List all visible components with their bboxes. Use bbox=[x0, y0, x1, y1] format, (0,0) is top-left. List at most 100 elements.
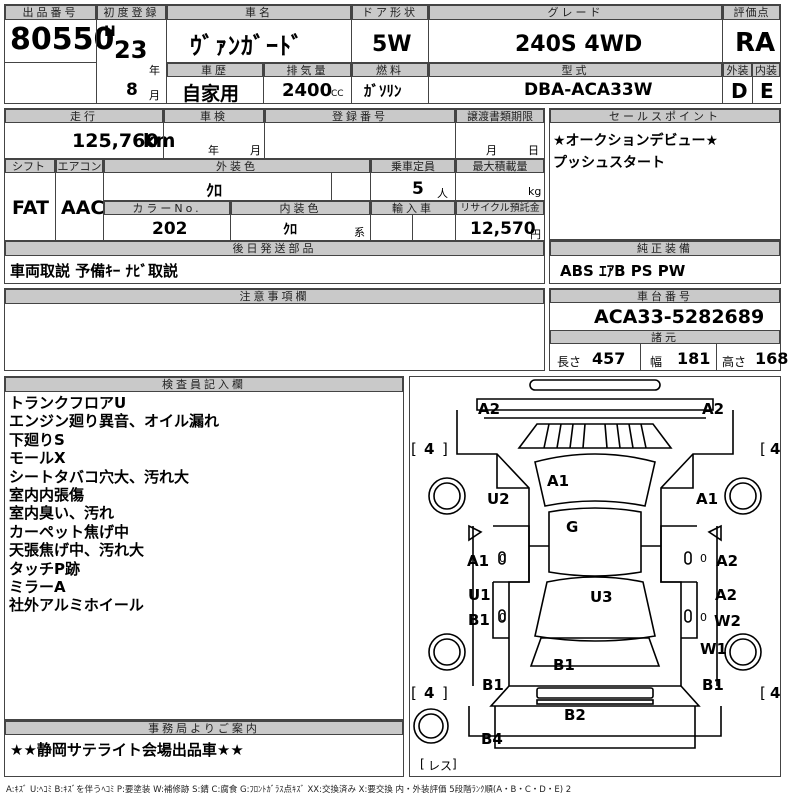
shift-label: シフト bbox=[5, 159, 55, 173]
history: 自家用 bbox=[182, 83, 240, 105]
transfer-month-unit: 月 bbox=[486, 144, 497, 157]
model-label: 型式 bbox=[429, 63, 722, 77]
displacement: 2400 bbox=[282, 80, 333, 101]
door-label: ドア形状 bbox=[352, 5, 428, 20]
car-name-label: 車名 bbox=[167, 5, 351, 20]
door-mark-1: 0 bbox=[499, 552, 506, 565]
lot-label: 出品番号 bbox=[5, 5, 96, 20]
recycle: 12,570 bbox=[470, 219, 536, 239]
office-value: ★★静岡サテライト会場出品車★★ bbox=[10, 741, 244, 759]
label-rear-bumper: B2 bbox=[564, 706, 586, 724]
door-mark-3: 0 bbox=[499, 611, 506, 624]
inspector-line: 社外アルミホイール bbox=[9, 596, 144, 615]
spare-bracket: [ bbox=[420, 757, 425, 771]
grade: 240S 4WD bbox=[515, 32, 643, 57]
aircon: AAC bbox=[61, 197, 105, 219]
label-tire-rl: 4 bbox=[424, 684, 435, 702]
color-no-label: カラーNo. bbox=[104, 201, 230, 215]
door-mark-4: 0 bbox=[700, 611, 707, 624]
score: RA bbox=[735, 28, 776, 58]
fuel: ｶﾞｿﾘﾝ bbox=[364, 82, 402, 100]
equipment-label: 純正装備 bbox=[550, 241, 780, 256]
label-rear-door-left: U1 bbox=[468, 586, 491, 604]
label-rear-bumper-left: B4 bbox=[481, 730, 503, 748]
tire-rl-bracket-end: ] bbox=[442, 684, 448, 702]
height: 168 bbox=[755, 349, 789, 368]
history-label: 車歴 bbox=[167, 63, 263, 77]
later-parts-label: 後日発送部品 bbox=[5, 241, 544, 256]
office-label: 事務局よりご案内 bbox=[5, 721, 403, 735]
displacement-unit: CC bbox=[331, 89, 344, 99]
length: 457 bbox=[592, 349, 626, 368]
inspector-line: カーペット焦げ中 bbox=[9, 522, 130, 541]
inspector-line: モールX bbox=[9, 449, 66, 468]
inspector-line: エンジン廻り異音、オイル漏れ bbox=[9, 412, 220, 431]
tire-rl-bracket: [ bbox=[411, 684, 417, 702]
shift: FAT bbox=[12, 197, 49, 219]
door-type: 5W bbox=[372, 32, 412, 57]
door-mark-2: 0 bbox=[700, 552, 707, 565]
inspector-label: 検査員記入欄 bbox=[5, 377, 403, 392]
lot-number: 80550 bbox=[10, 22, 115, 57]
inspector-frame bbox=[4, 376, 404, 720]
tire-rr-bracket: [ bbox=[760, 684, 766, 702]
label-rear-door-right-2: W2 bbox=[714, 612, 741, 630]
month-unit: 月 bbox=[149, 89, 160, 102]
year: 23 bbox=[114, 36, 148, 64]
inspector-notes: トランクフロアU エンジン廻り異音、オイル漏れ 下廻りS モールX シートタバコ… bbox=[9, 394, 219, 615]
exterior-label: 外装 bbox=[723, 63, 752, 77]
width: 181 bbox=[677, 349, 711, 368]
sales-point-line-1: ★オークションデビュー★ bbox=[553, 133, 719, 149]
grade-label: グレード bbox=[429, 5, 722, 20]
capacity-label: 乗車定員 bbox=[371, 159, 455, 173]
later-parts: 車両取説 予備ｷｰ ﾅﾋﾞ取説 bbox=[10, 262, 178, 280]
inspector-line: トランクフロアU bbox=[9, 394, 127, 412]
label-tire-fl: 4 bbox=[424, 440, 435, 458]
label-front-door-right: A2 bbox=[716, 552, 739, 570]
first-reg-label: 初度登録 bbox=[97, 5, 166, 20]
inspector-line: シートタバコ穴大、汚れ大 bbox=[9, 467, 190, 486]
label-rear-door-left-2: B1 bbox=[468, 611, 490, 629]
label-hood: A1 bbox=[547, 472, 570, 490]
fuel-label: 燃料 bbox=[352, 63, 428, 77]
dims-label: 諸元 bbox=[550, 330, 780, 344]
label-tire-fr: 4 bbox=[770, 440, 781, 458]
chassis-number: ACA33-5282689 bbox=[594, 306, 765, 328]
inspector-line: ミラーA bbox=[9, 578, 66, 597]
length-label: 長さ bbox=[557, 355, 582, 369]
registration-label: 登録番号 bbox=[265, 109, 455, 123]
capacity-unit: 人 bbox=[437, 187, 448, 200]
label-fender-right: A1 bbox=[696, 490, 719, 508]
inspection-label: 車検 bbox=[164, 109, 264, 123]
inspector-line: 天張焦げ中、汚れ大 bbox=[9, 541, 145, 560]
int-color: ｸﾛ bbox=[283, 222, 297, 238]
office-frame bbox=[4, 720, 404, 777]
ext-color-label: 外装色 bbox=[104, 159, 370, 173]
inspection-year-unit: 年 bbox=[208, 144, 219, 157]
exterior-grade: D bbox=[731, 79, 748, 103]
import-label: 輸入車 bbox=[371, 201, 455, 215]
transfer-day-unit: 日 bbox=[528, 144, 539, 157]
model: DBA-ACA33W bbox=[524, 80, 653, 100]
label-roof: G bbox=[566, 518, 579, 536]
label-front-door-left: A1 bbox=[467, 552, 490, 570]
tire-fr-bracket: [ bbox=[760, 440, 766, 458]
int-color-suffix: 系 bbox=[354, 226, 365, 239]
color-no: 202 bbox=[152, 219, 188, 239]
month: 8 bbox=[126, 80, 138, 100]
interior-grade: E bbox=[760, 79, 774, 103]
mileage-label: 走行 bbox=[5, 109, 163, 123]
notes-label: 注意事項欄 bbox=[5, 289, 544, 304]
max-load-unit: kg bbox=[528, 185, 542, 198]
sales-point-frame bbox=[549, 108, 781, 240]
ext-color: ｸﾛ bbox=[206, 181, 223, 200]
height-label: 高さ bbox=[722, 355, 747, 369]
label-rear-door-right: A2 bbox=[715, 586, 738, 604]
car-name: ｳﾞｧﾝｶﾞｰﾄﾞ bbox=[190, 32, 304, 60]
legend: A:ｷｽﾞ U:ﾍｺﾐ B:ｷｽﾞを伴うﾍｺﾐ P:要塗装 W:補修跡 S:錆 … bbox=[6, 785, 572, 795]
recycle-label: リサイクル預託金 bbox=[456, 201, 544, 215]
chassis-label: 車台番号 bbox=[550, 289, 780, 303]
label-tailgate: B1 bbox=[553, 656, 575, 674]
label-spare: レス bbox=[428, 759, 453, 773]
capacity: 5 bbox=[412, 179, 424, 199]
